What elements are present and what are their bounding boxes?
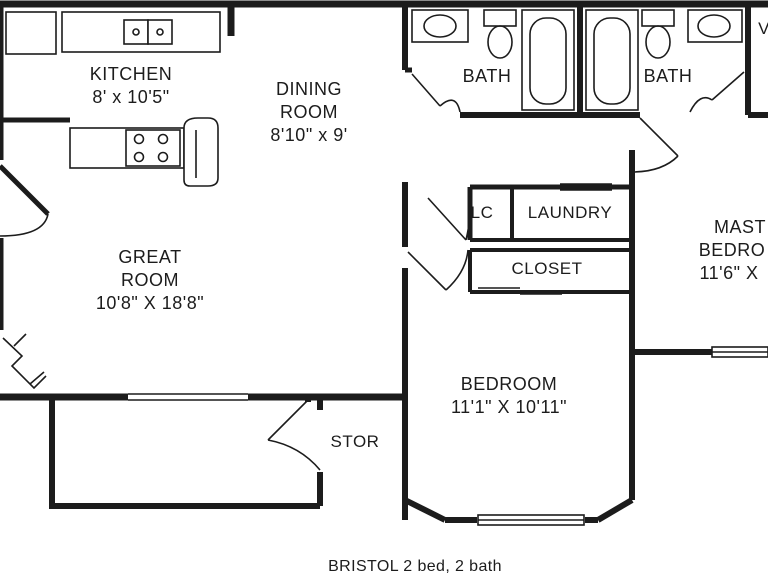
lc-label: LC — [471, 203, 494, 222]
master-label-2: BEDRO — [699, 240, 766, 260]
wic-label: V — [758, 19, 768, 38]
sliding-door — [128, 393, 248, 401]
bedroom-label: BEDROOM — [461, 374, 558, 394]
closet-label: CLOSET — [511, 259, 582, 278]
stor-door — [267, 399, 321, 471]
sink-icon — [123, 19, 173, 45]
master-size: 11'6" X — [699, 263, 758, 283]
patio-door — [2, 333, 47, 390]
dining-label-1: DINING — [276, 79, 342, 99]
bath-fixtures — [411, 9, 745, 113]
kitchen-size: 8' x 10'5" — [92, 87, 169, 107]
kitchen-label: KITCHEN — [90, 64, 173, 84]
dining-label-2: ROOM — [280, 102, 338, 122]
dining-size: 8'10" x 9' — [270, 125, 347, 145]
plan-caption: BRISTOL 2 bed, 2 bath — [328, 558, 502, 575]
great-room-size: 10'8" X 18'8" — [96, 293, 204, 313]
laundry-label: LAUNDRY — [528, 203, 612, 222]
bath2-label: BATH — [644, 66, 693, 86]
entry-door — [0, 164, 50, 237]
hall-doors — [407, 117, 679, 295]
windows — [477, 346, 768, 526]
stove-icon — [125, 129, 181, 167]
walls — [0, 0, 768, 523]
bath1-label: BATH — [463, 66, 512, 86]
kitchen-fixtures — [5, 11, 221, 187]
stor-label: STOR — [331, 432, 380, 451]
bedroom-size: 11'1" X 10'11" — [451, 397, 567, 417]
master-label-1: MAST — [714, 217, 766, 237]
great-room-label-2: ROOM — [121, 270, 179, 290]
great-room-label-1: GREAT — [118, 247, 181, 267]
